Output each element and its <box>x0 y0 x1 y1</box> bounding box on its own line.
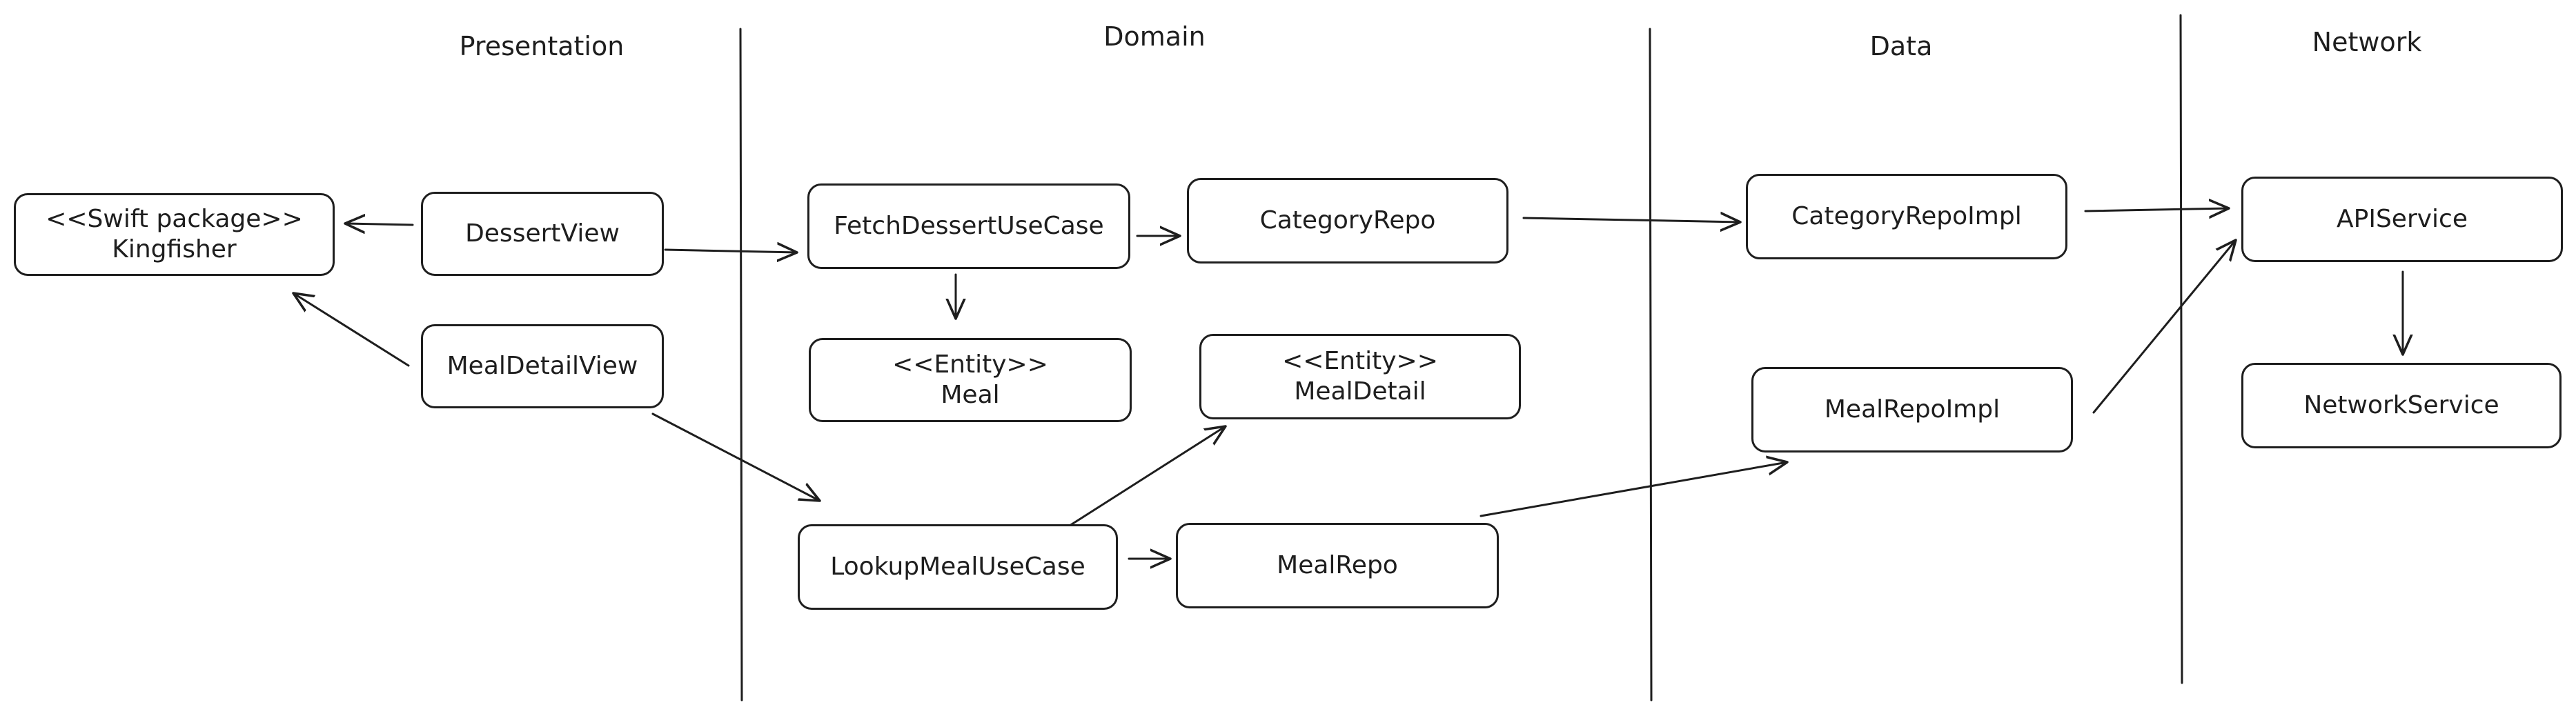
node-label: FetchDessertUseCase <box>834 212 1104 240</box>
separator-domain-data <box>1649 28 1653 702</box>
node-label: MealDetail <box>1294 377 1426 406</box>
node-label: Kingfisher <box>112 235 237 263</box>
node-stereotype: <<Entity>> <box>892 350 1048 379</box>
node-category-repo-impl: CategoryRepoImpl <box>1746 174 2067 259</box>
node-label: NetworkService <box>2303 391 2499 419</box>
node-meal-detail-entity: <<Entity>> MealDetail <box>1199 334 1521 419</box>
node-meal-repo-impl: MealRepoImpl <box>1751 367 2073 453</box>
node-lookup-meal-use-case: LookupMealUseCase <box>798 524 1118 610</box>
arrow-dessertview-kingfisher <box>345 223 414 225</box>
arrow-mealdetailview-kingfisher <box>293 293 410 367</box>
arrow-lookupusecase-mealdetail <box>1068 426 1226 527</box>
separator-data-network <box>2179 14 2183 684</box>
node-network-service: NetworkService <box>2241 363 2562 448</box>
node-api-service: APIService <box>2241 177 2563 262</box>
node-label: Meal <box>941 381 1000 409</box>
node-label: APIService <box>2336 205 2468 233</box>
node-label: CategoryRepoImpl <box>1791 202 2022 230</box>
arrow-mealrepo-mealrepoimpl <box>1479 462 1787 517</box>
node-meal-detail-view: MealDetailView <box>421 324 664 408</box>
arrow-dessertview-fetchusecase <box>664 250 797 252</box>
node-stereotype: <<Entity>> <box>1282 347 1438 375</box>
arrow-mealdetailview-lookupusecase <box>651 412 820 501</box>
node-dessert-view: DessertView <box>421 192 664 276</box>
separator-presentation-domain <box>739 28 743 702</box>
layer-title-presentation: Presentation <box>459 31 625 61</box>
node-label: MealRepoImpl <box>1824 395 2000 424</box>
node-kingfisher-package: <<Swift package>> Kingfisher <box>14 193 335 276</box>
node-meal-entity: <<Entity>> Meal <box>809 338 1132 422</box>
arrow-categoryrepoimpl-apiservice <box>2084 208 2229 211</box>
node-label: LookupMealUseCase <box>830 553 1085 581</box>
node-label: MealRepo <box>1277 551 1398 579</box>
arrow-mealrepoimpl-apiservice <box>2092 240 2236 414</box>
node-stereotype: <<Swift package>> <box>46 205 303 233</box>
arrow-categoryrepo-categoryrepoimpl <box>1522 218 1740 222</box>
node-label: MealDetailView <box>446 352 638 380</box>
layer-title-domain: Domain <box>1103 21 1206 52</box>
layer-title-network: Network <box>2312 27 2422 57</box>
node-fetch-dessert-use-case: FetchDessertUseCase <box>807 183 1130 269</box>
layer-title-data: Data <box>1869 31 1933 61</box>
node-category-repo: CategoryRepo <box>1187 178 1508 263</box>
node-meal-repo: MealRepo <box>1176 523 1499 608</box>
node-label: CategoryRepo <box>1259 206 1436 235</box>
node-label: DessertView <box>465 219 620 248</box>
